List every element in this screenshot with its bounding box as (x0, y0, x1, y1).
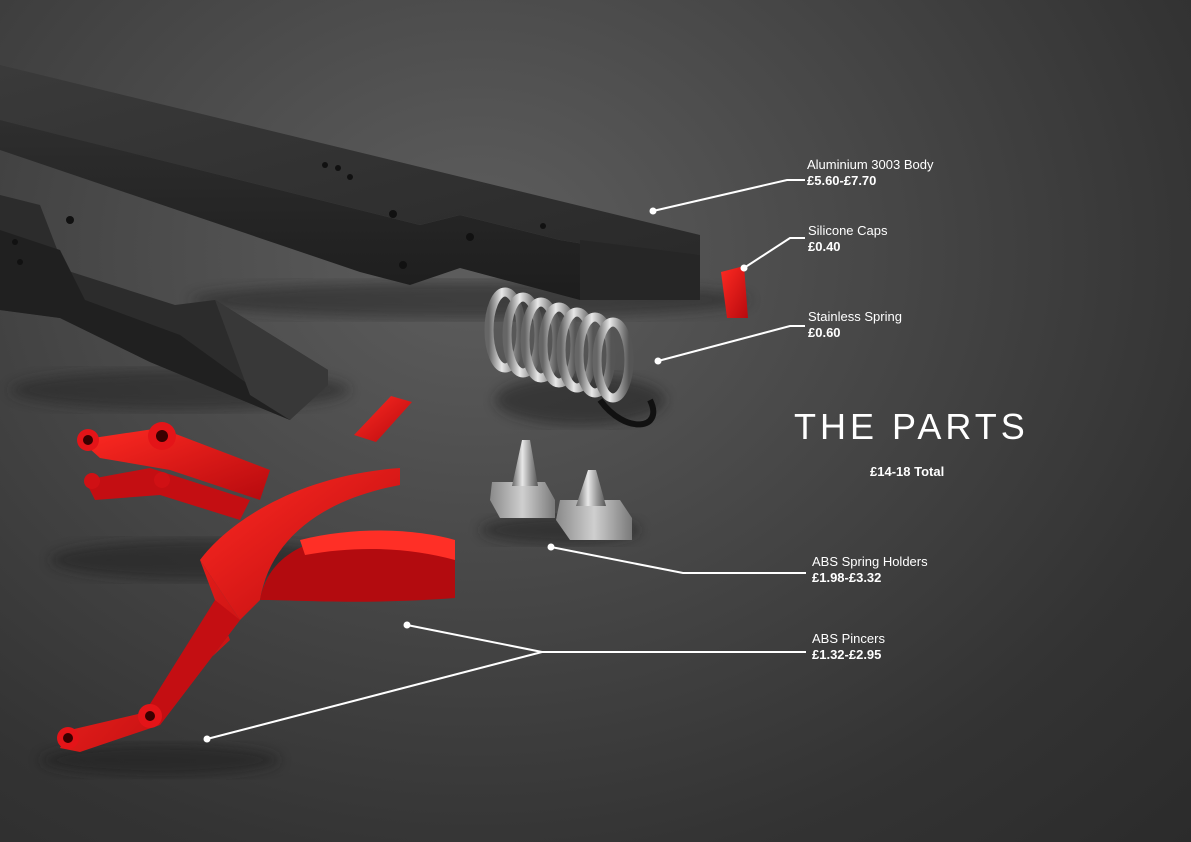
part-label-abs-pincers: ABS Pincers £1.32-£2.95 (812, 631, 885, 663)
page-title: THE PARTS (794, 406, 1029, 447)
part-name: Aluminium 3003 Body (807, 157, 934, 172)
aluminium-body-part (0, 65, 750, 318)
part-name: Stainless Spring (808, 309, 902, 324)
aluminium-body-lower-part (0, 195, 350, 420)
total-cost: £14-18 Total (870, 464, 945, 479)
part-price: £5.60-£7.70 (807, 173, 877, 188)
part-label-stainless-spring: Stainless Spring £0.60 (808, 309, 902, 341)
part-price: £1.98-£3.32 (812, 570, 882, 585)
silicone-caps-part (354, 266, 748, 442)
part-price: £0.40 (808, 239, 841, 254)
part-name: ABS Pincers (812, 631, 885, 646)
part-price: £1.32-£2.95 (812, 647, 882, 662)
part-label-abs-spring-holders: ABS Spring Holders £1.98-£3.32 (812, 554, 928, 586)
part-label-silicone-caps: Silicone Caps £0.40 (808, 223, 888, 255)
abs-spring-holders-part (480, 440, 640, 544)
leader-lines (203, 179, 806, 743)
part-label-aluminium-body: Aluminium 3003 Body £5.60-£7.70 (807, 157, 933, 189)
part-name: ABS Spring Holders (812, 554, 928, 569)
stainless-spring-part (484, 287, 665, 428)
abs-pincers-part (40, 422, 455, 776)
part-price: £0.60 (808, 325, 841, 340)
part-name: Silicone Caps (808, 223, 888, 238)
